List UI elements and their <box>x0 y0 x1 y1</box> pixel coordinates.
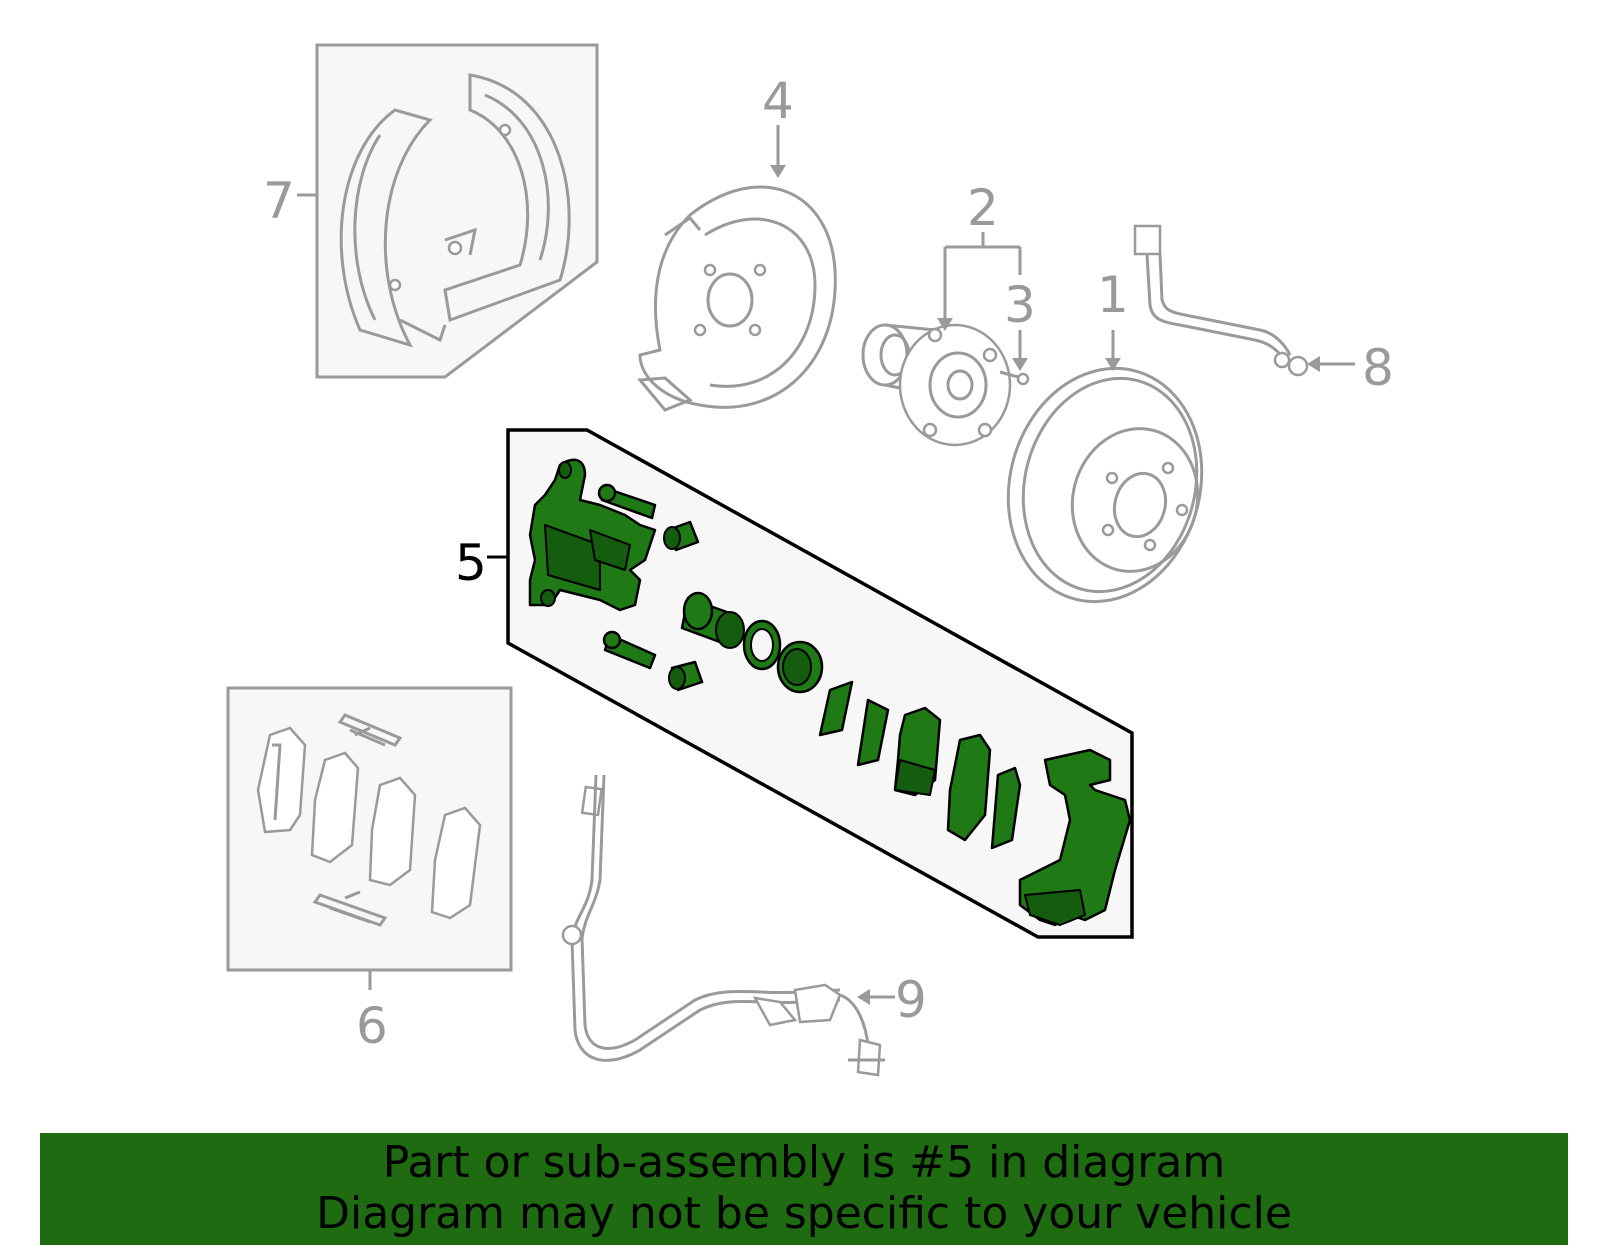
parts-diagram: 7 4 2 3 <box>226 43 1394 1077</box>
callout-2[interactable]: 2 <box>967 179 999 237</box>
info-banner: Part or sub-assembly is #5 in diagram Di… <box>40 1133 1568 1245</box>
callout-3[interactable]: 3 <box>1004 276 1036 334</box>
callout-8[interactable]: 8 <box>1362 339 1394 397</box>
banner-line-2: Diagram may not be specific to your vehi… <box>316 1188 1292 1239</box>
caliper-assembly-icon[interactable] <box>506 428 1134 939</box>
parking-brake-shoes-icon[interactable] <box>315 43 599 379</box>
hub-stud-icon[interactable] <box>999 370 1030 386</box>
callout-1[interactable]: 1 <box>1097 266 1129 324</box>
abs-sensor-icon[interactable] <box>561 774 885 1077</box>
wheel-hub-icon[interactable] <box>861 323 1012 447</box>
callout-7[interactable]: 7 <box>263 172 295 230</box>
callout-6[interactable]: 6 <box>356 997 388 1055</box>
callout-4[interactable]: 4 <box>762 72 794 130</box>
brake-rotor-icon[interactable] <box>983 346 1228 623</box>
brake-hose-icon[interactable] <box>1133 224 1309 377</box>
brake-pad-set-icon[interactable] <box>226 686 513 972</box>
callout-9[interactable]: 9 <box>895 971 927 1029</box>
callout-5[interactable]: 5 <box>455 534 487 592</box>
banner-line-1: Part or sub-assembly is #5 in diagram <box>382 1137 1226 1188</box>
dust-shield-icon[interactable] <box>636 185 837 412</box>
